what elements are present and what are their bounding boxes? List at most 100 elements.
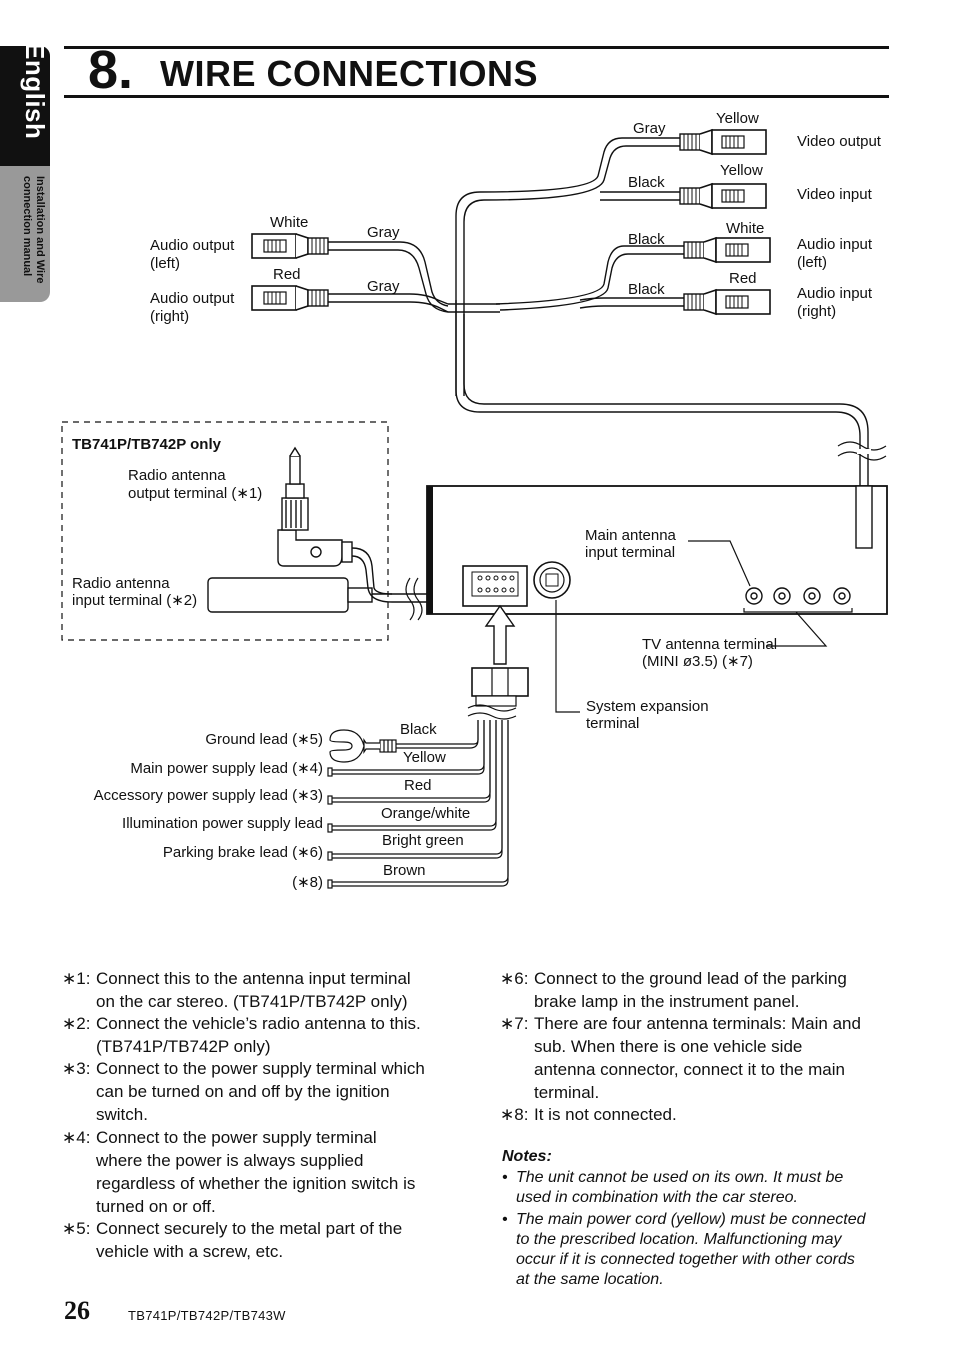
footnote-line: Connect to the ground lead of the parkin… bbox=[534, 969, 847, 988]
footnote-2: ∗2: Connect the vehicle’s radio antenna … bbox=[62, 1012, 462, 1058]
note-item-2: • The main power cord (yellow) must be c… bbox=[502, 1210, 902, 1290]
footnote-4: ∗4: Connect to the power supply terminal… bbox=[62, 1126, 462, 1218]
title-rule-top bbox=[64, 46, 889, 49]
footnote-line: sub. When there is one vehicle side bbox=[534, 1037, 803, 1056]
label-radio-input-2: input terminal (∗2) bbox=[72, 592, 198, 609]
label-left-red: Red bbox=[273, 266, 301, 283]
lead-label-ground: Ground lead (∗5) bbox=[205, 731, 323, 748]
footnote-line: can be turned on and off by the ignition bbox=[96, 1082, 390, 1101]
notes-heading: Notes: bbox=[502, 1148, 552, 1165]
label-audio-input-right-2: (right) bbox=[797, 303, 837, 320]
footnote-mark: ∗4: bbox=[62, 1128, 91, 1147]
footnote-line: on the car stereo. (TB741P/TB742P only) bbox=[96, 992, 408, 1011]
label-right-black-1: Black bbox=[628, 174, 665, 191]
footnote-8: ∗8: It is not connected. bbox=[500, 1103, 900, 1126]
footnote-line: Connect the vehicle’s radio antenna to t… bbox=[96, 1014, 421, 1033]
lead-label-parking-brake: Parking brake lead (∗6) bbox=[162, 844, 323, 861]
label-video-input: Video input bbox=[797, 186, 872, 203]
label-radio-output-2: output terminal (∗1) bbox=[128, 485, 263, 502]
footnote-1: ∗1: Connect this to the antenna input te… bbox=[62, 967, 462, 1013]
note-line: The unit cannot be used on its own. It m… bbox=[516, 1169, 844, 1186]
footnote-5: ∗5: Connect securely to the metal part o… bbox=[62, 1217, 462, 1263]
label-audio-output-left-1: Audio output bbox=[150, 237, 235, 254]
label-audio-output-left-2: (left) bbox=[150, 255, 180, 272]
label-radio-input-1: Radio antenna bbox=[72, 575, 170, 592]
footnote-line: Connect to the power supply terminal whi… bbox=[96, 1059, 425, 1078]
footnote-mark: ∗8: bbox=[500, 1105, 529, 1124]
note-line: occur if it is connected together with o… bbox=[516, 1251, 855, 1268]
footnote-mark: ∗5: bbox=[62, 1219, 91, 1238]
label-left-gray-1: Gray bbox=[367, 224, 400, 241]
label-right-yellow-1: Yellow bbox=[716, 110, 759, 127]
footnote-line: antenna connector, connect it to the mai… bbox=[534, 1060, 845, 1079]
lead-color-brown: Brown bbox=[383, 862, 426, 879]
label-right-red: Red bbox=[729, 270, 757, 287]
note-line: at the same location. bbox=[516, 1271, 664, 1288]
note-line: to the prescribed location. Malfunctioni… bbox=[516, 1231, 842, 1248]
footnote-line: There are four antenna terminals: Main a… bbox=[534, 1014, 861, 1033]
label-audio-input-right-1: Audio input bbox=[797, 285, 873, 302]
footnote-line: turned on or off. bbox=[96, 1197, 216, 1216]
label-system-expansion-1: System expansion bbox=[586, 698, 709, 715]
label-system-expansion-2: terminal bbox=[586, 715, 640, 732]
footnote-3: ∗3: Connect to the power supply terminal… bbox=[62, 1057, 462, 1126]
label-right-white: White bbox=[726, 220, 765, 237]
label-right-yellow-2: Yellow bbox=[720, 162, 763, 179]
footnote-line: Connect to the power supply terminal bbox=[96, 1128, 377, 1147]
label-main-antenna-2: input terminal bbox=[585, 544, 676, 561]
note-line: The main power cord (yellow) must be con… bbox=[516, 1211, 866, 1228]
footnote-line: (TB741P/TB742P only) bbox=[96, 1037, 271, 1056]
footnote-line: Connect this to the antenna input termin… bbox=[96, 969, 411, 988]
box-heading: TB741P/TB742P only bbox=[72, 436, 221, 453]
footnote-mark: ∗7: bbox=[500, 1014, 529, 1033]
footnote-line: where the power is always supplied bbox=[96, 1151, 364, 1170]
lead-color-red: Red bbox=[404, 777, 432, 794]
page-title: WIRE CONNECTIONS bbox=[160, 53, 539, 94]
bullet-icon: • bbox=[502, 1211, 508, 1228]
footnote-mark: ∗2: bbox=[62, 1014, 91, 1033]
label-left-white: White bbox=[270, 214, 309, 231]
page-number: 26 bbox=[64, 1296, 90, 1325]
lead-label-illumination: Illumination power supply lead bbox=[122, 815, 323, 832]
side-tab-language-block bbox=[0, 46, 50, 166]
note-item-1: • The unit cannot be used on its own. It… bbox=[502, 1168, 902, 1208]
lead-color-yellow: Yellow bbox=[403, 749, 446, 766]
label-audio-input-left-2: (left) bbox=[797, 254, 827, 271]
footnote-line: terminal. bbox=[534, 1083, 600, 1102]
label-tv-antenna-1: TV antenna terminal bbox=[642, 636, 778, 653]
bullet-icon: • bbox=[502, 1169, 508, 1186]
footnote-line: It is not connected. bbox=[534, 1105, 677, 1124]
label-audio-output-right-2: (right) bbox=[150, 308, 190, 325]
footnote-line: Connect securely to the metal part of th… bbox=[96, 1219, 403, 1238]
label-video-output: Video output bbox=[797, 133, 881, 150]
lead-label-accessory-power: Accessory power supply lead (∗3) bbox=[93, 787, 323, 804]
lead-color-orange-white: Orange/white bbox=[381, 805, 471, 822]
note-line: used in combination with the car stereo. bbox=[516, 1189, 798, 1206]
footnote-mark: ∗6: bbox=[500, 969, 529, 988]
lead-label-not-connected: (∗8) bbox=[292, 874, 323, 891]
footnote-line: switch. bbox=[96, 1105, 148, 1124]
footnote-line: vehicle with a screw, etc. bbox=[96, 1242, 284, 1261]
footnote-6: ∗6: Connect to the ground lead of the pa… bbox=[500, 967, 900, 1013]
label-main-antenna-1: Main antenna bbox=[585, 527, 676, 544]
lead-color-bright-green: Bright green bbox=[382, 832, 464, 849]
lead-color-black: Black bbox=[400, 721, 437, 738]
label-audio-input-left-1: Audio input bbox=[797, 236, 873, 253]
title-rule-bottom bbox=[64, 95, 889, 98]
label-right-black-3: Black bbox=[628, 281, 665, 298]
footnote-mark: ∗3: bbox=[62, 1059, 91, 1078]
label-left-gray-2: Gray bbox=[367, 278, 400, 295]
model-name: TB741P/TB742P/TB743W bbox=[128, 1308, 286, 1323]
label-right-black-2: Black bbox=[628, 231, 665, 248]
footnote-mark: ∗1: bbox=[62, 969, 91, 988]
label-audio-output-right-1: Audio output bbox=[150, 290, 235, 307]
footnote-line: brake lamp in the instrument panel. bbox=[534, 992, 800, 1011]
label-tv-antenna-2: (MINI ø3.5) (∗7) bbox=[642, 653, 753, 670]
lead-label-main-power: Main power supply lead (∗4) bbox=[130, 760, 323, 777]
footnote-7: ∗7: There are four antenna terminals: Ma… bbox=[500, 1012, 900, 1104]
label-right-gray: Gray bbox=[633, 120, 666, 137]
footnote-line: regardless of whether the ignition switc… bbox=[96, 1174, 416, 1193]
section-number: 8. bbox=[88, 40, 134, 100]
label-radio-output-1: Radio antenna bbox=[128, 467, 226, 484]
